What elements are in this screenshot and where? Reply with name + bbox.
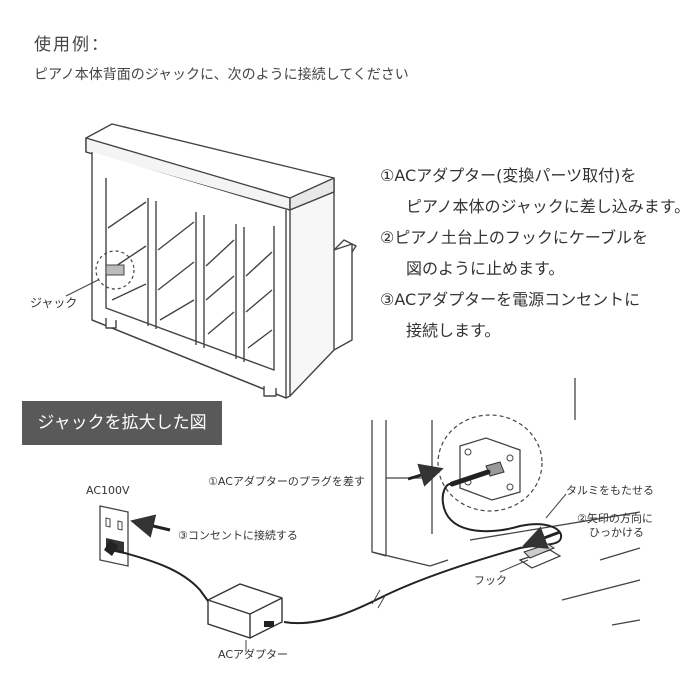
page-title: 使用例： (34, 35, 110, 55)
cabinet-outline (371, 378, 641, 626)
piano-jack-marker (65, 250, 135, 297)
instruction-steps: ①ACアダプター(変換パーツ取付)を ピアノ本体のジャックに差し込みます。 ②ピ… (380, 160, 690, 346)
step-1-line-2: ピアノ本体のジャックに差し込みます。 (406, 197, 691, 216)
step-2-line-2: 図のように止めます。 (406, 259, 565, 278)
step-3-line-1: ③ACアダプターを電源コンセントに (380, 290, 641, 309)
piano-jack-label: ジャック (30, 296, 78, 310)
ac-adapter-box (207, 583, 283, 639)
hook-label: フック (474, 574, 507, 587)
piano-illustration (85, 123, 357, 399)
slack-callout: タルミをもたせる (566, 484, 654, 497)
plug-callout: ①ACアダプターのプラグを差す (208, 475, 365, 488)
wall-outlet (99, 505, 129, 567)
adapter-label: ACアダプター (218, 648, 289, 661)
outlet-callout: ③コンセントに接続する (178, 529, 298, 542)
arrow-direction-callout: ②矢印の方向に (577, 512, 653, 525)
step-1-line-1: ①ACアダプター(変換パーツ取付)を (380, 166, 637, 185)
hang-callout: ひっかける (589, 526, 644, 539)
step-3-line-2: 接続します。 (406, 321, 501, 340)
step-2-line-1: ②ピアノ土台上のフックにケーブルを (380, 228, 648, 247)
zoom-banner: ジャックを拡大した図 (22, 401, 222, 445)
ac100v-label: AC100V (86, 484, 130, 497)
page-subtitle: ピアノ本体背面のジャックに、次のように接続してください (34, 67, 409, 83)
jack-zoom-circle (437, 414, 543, 512)
adapter-cable (113, 549, 221, 613)
